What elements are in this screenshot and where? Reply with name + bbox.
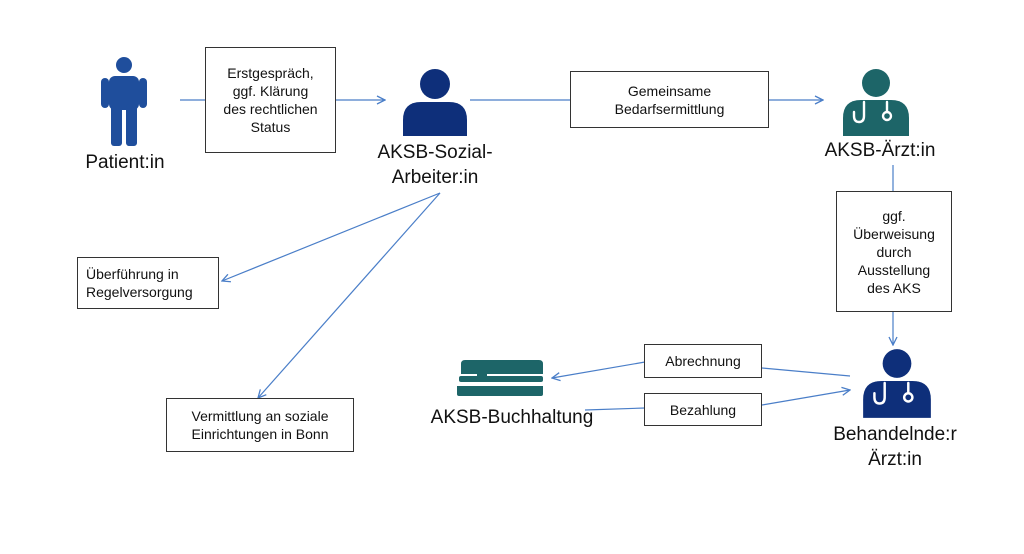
accounting-label: AKSB-Buchhaltung <box>430 407 594 428</box>
doctor-stethoscope-icon <box>858 348 936 418</box>
box-erstgespraech: Erstgespräch, ggf. Klärung des rechtlich… <box>205 47 336 153</box>
edge-abrechnung-accounting <box>552 361 646 378</box>
person-bust-icon <box>397 68 473 136</box>
box-ueberweisung-text: ggf. Überweisung durch Ausstellung des A… <box>853 207 935 296</box>
doctor-stethoscope-icon <box>838 68 914 136</box>
edge-bezahlung-treating <box>761 390 850 406</box>
edge-socialworker-regelversorgung <box>222 192 441 281</box>
box-abrechnung-text: Abrechnung <box>665 353 741 369</box>
box-ueberweisung: ggf. Überweisung durch Ausstellung des A… <box>836 191 952 312</box>
treating-doctor-label: Behandelnde:r Ärzt:in <box>833 424 957 470</box>
box-abrechnung: Abrechnung <box>644 344 762 378</box>
box-bedarfsermittlung-text: Gemeinsame Bedarfsermittlung <box>614 82 725 117</box>
box-vermittlung: Vermittlung an soziale Einrichtungen in … <box>166 398 354 452</box>
edge-treating-abrechnung <box>761 367 851 377</box>
box-regelversorgung-text: Überführung in Regelversorgung <box>86 266 193 300</box>
box-bezahlung-text: Bezahlung <box>669 401 737 418</box>
doctor-label: AKSB-Ärzt:in <box>824 140 936 161</box>
box-vermittlung-text: Vermittlung an soziale Einrichtungen in … <box>191 408 329 442</box>
box-bedarfsermittlung: Gemeinsame Bedarfsermittlung <box>570 71 769 128</box>
patient-label: Patient:in <box>85 152 165 173</box>
box-erstgespraech-text: Erstgespräch, ggf. Klärung des rechtlich… <box>223 65 318 135</box>
box-regelversorgung: Überführung in Regelversorgung <box>77 257 219 309</box>
stapler-icon <box>455 356 545 400</box>
social-worker-label: AKSB-Sozial- Arbeiter:in <box>377 142 493 188</box>
edge-socialworker-vermittlung <box>258 192 441 398</box>
edge-accounting-bezahlung <box>584 407 646 411</box>
box-bezahlung: Bezahlung <box>644 393 762 426</box>
person-standing-icon <box>98 56 150 148</box>
